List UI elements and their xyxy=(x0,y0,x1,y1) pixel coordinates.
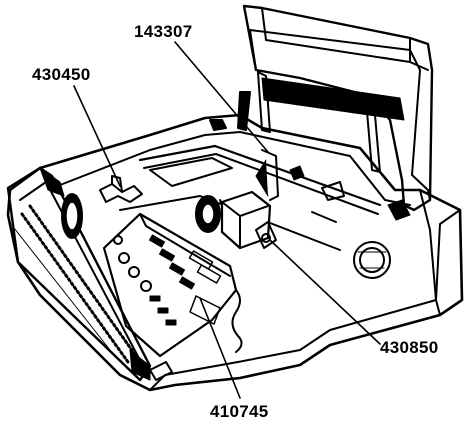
callout-label-430450: 430450 xyxy=(32,65,91,84)
callout-label-430850: 430850 xyxy=(380,338,439,357)
leader-430450 xyxy=(73,85,121,187)
open-lid xyxy=(209,4,434,212)
leader-410745 xyxy=(199,297,241,399)
carriage-mechanism xyxy=(119,144,382,251)
platen-roller xyxy=(61,193,83,239)
callout-label-143307: 143307 xyxy=(134,22,193,41)
leader-lines xyxy=(73,41,381,399)
base-housing xyxy=(6,113,464,392)
circuit-board xyxy=(102,212,243,358)
callout-label-410745: 410745 xyxy=(210,402,269,421)
leader-143307 xyxy=(174,41,269,153)
paper-guide xyxy=(99,175,143,203)
leader-430850 xyxy=(269,239,381,345)
front-tear-bar xyxy=(6,166,152,382)
